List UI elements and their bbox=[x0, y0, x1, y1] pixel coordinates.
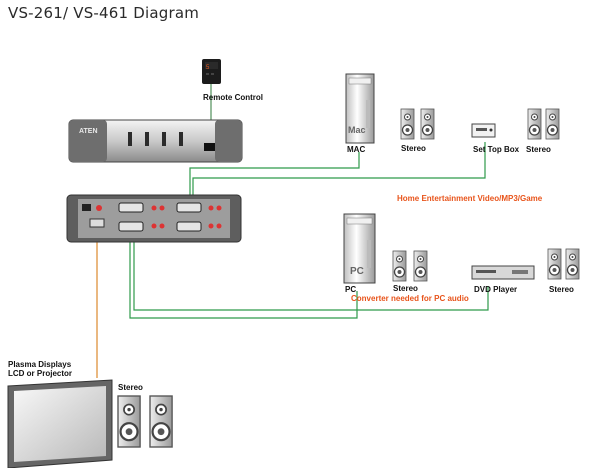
mac-stereo-label: Stereo bbox=[401, 144, 426, 153]
kvm-switch-rear bbox=[66, 194, 242, 243]
remote-control-label: Remote Control bbox=[203, 93, 263, 102]
set-top-box-stereo-label: Stereo bbox=[526, 145, 551, 154]
mac-stereo bbox=[400, 108, 435, 140]
diagram-title: VS-261/ VS-461 Diagram bbox=[8, 4, 200, 22]
pc-computer: PC bbox=[343, 213, 376, 284]
set-top-box-label: Set Top Box bbox=[473, 145, 520, 154]
brand-logo: ATEN bbox=[79, 128, 98, 135]
dvd-player-label: DVD Player bbox=[474, 285, 517, 294]
set-top-box bbox=[471, 123, 496, 138]
dvd-stereo-label: Stereo bbox=[549, 285, 574, 294]
mac-computer: Mac bbox=[345, 73, 375, 144]
pc-stereo bbox=[392, 250, 428, 282]
remote-digit: 5 bbox=[206, 65, 210, 71]
display-label-line1: Plasma Displays bbox=[8, 360, 72, 369]
dvd-player bbox=[471, 265, 535, 280]
pc-stereo-label: Stereo bbox=[393, 284, 418, 293]
green-cables bbox=[129, 142, 489, 319]
pc-label: PC bbox=[345, 285, 356, 294]
home-entertainment-label: Home Entertainment Video/MP3/Game bbox=[397, 194, 543, 203]
plasma-display bbox=[7, 379, 113, 468]
mac-label: MAC bbox=[347, 145, 365, 154]
kvm-switch-front: ATEN bbox=[68, 119, 243, 163]
mac-logo: Mac bbox=[348, 125, 366, 135]
display-stereo bbox=[116, 394, 174, 449]
converter-note: Converter needed for PC audio bbox=[351, 294, 469, 303]
set-top-box-stereo bbox=[527, 108, 560, 140]
display-stereo-label: Stereo bbox=[118, 383, 143, 392]
pc-logo: PC bbox=[350, 266, 364, 277]
display-label-line2: LCD or Projector bbox=[8, 369, 72, 378]
dvd-stereo bbox=[547, 248, 580, 280]
remote-control: 5 bbox=[202, 59, 221, 84]
